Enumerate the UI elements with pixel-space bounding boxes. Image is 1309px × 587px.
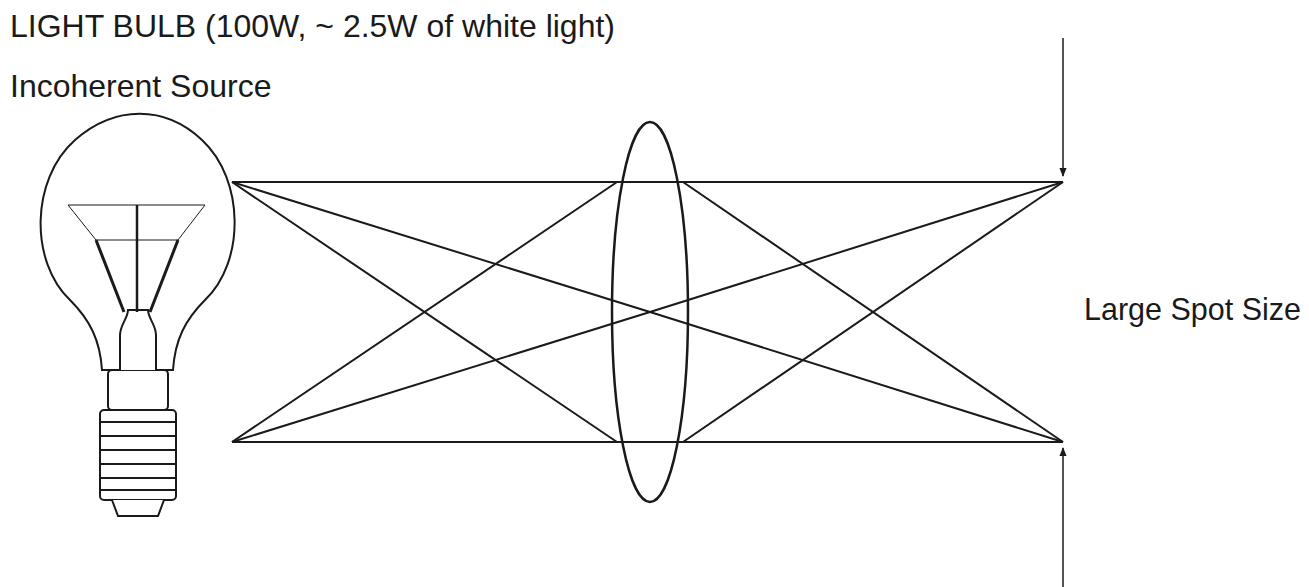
source-label: Incoherent Source bbox=[10, 68, 272, 105]
light-rays bbox=[232, 182, 1063, 442]
spot-size-label: Large Spot Size bbox=[1084, 292, 1301, 327]
convex-lens bbox=[612, 122, 688, 502]
dimension-arrow bbox=[1062, 38, 1064, 176]
dimension-arrow bbox=[1062, 448, 1064, 587]
title-label: LIGHT BULB (100W, ~ 2.5W of white light) bbox=[10, 8, 615, 45]
light-bulb bbox=[41, 114, 235, 516]
